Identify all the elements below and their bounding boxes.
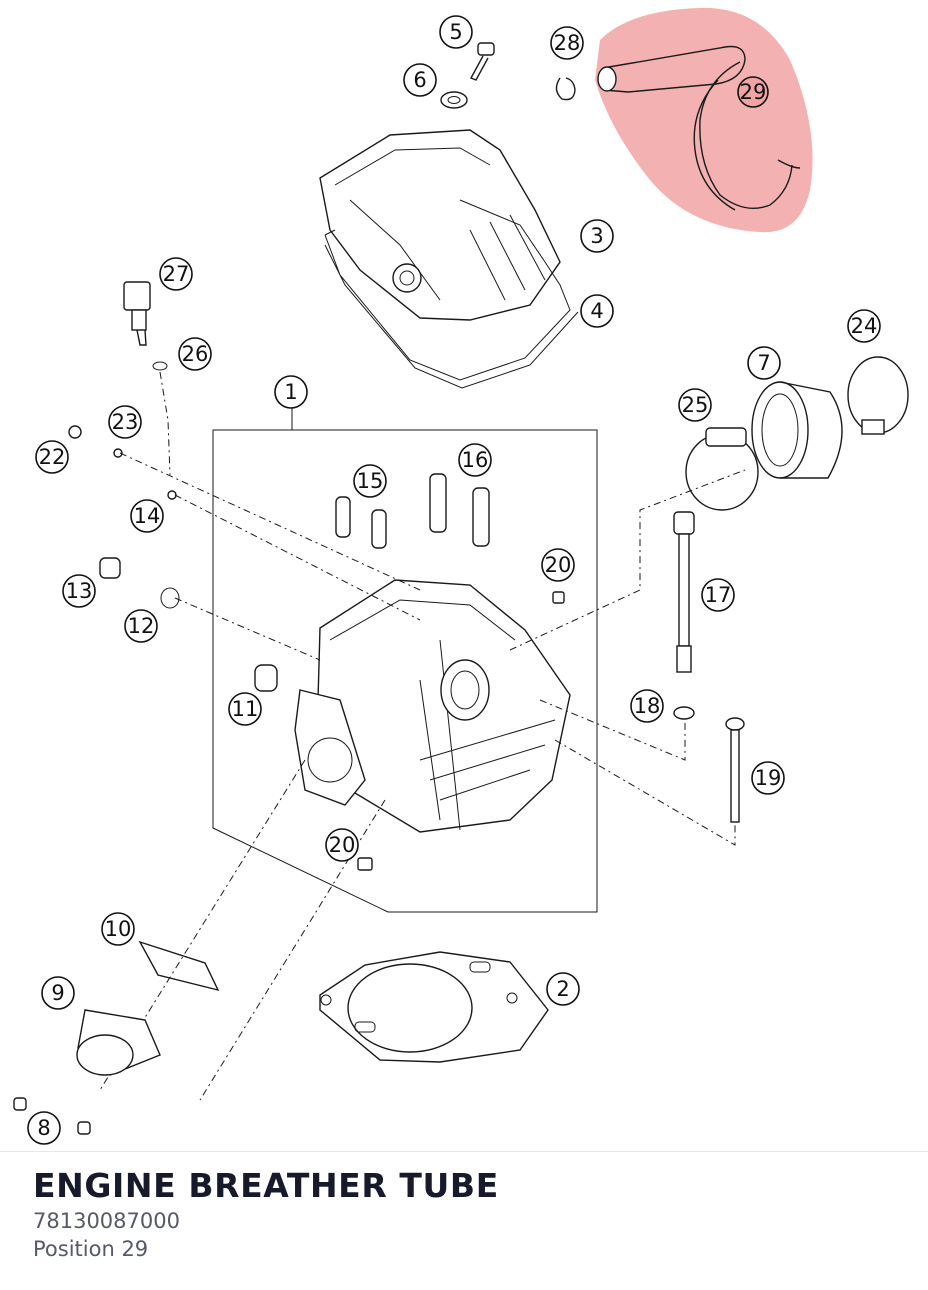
exploded-parts-diagram: 1 2 3 4 5 6 7 8 9 10 11 12 13 14 15 16 1… — [13, 7, 909, 1145]
svg-text:16: 16 — [462, 448, 489, 472]
svg-text:19: 19 — [755, 766, 782, 790]
sensor-27 — [123, 281, 151, 346]
valve-guides-15 — [335, 496, 387, 549]
callout-20-upper[interactable]: 20 — [541, 548, 575, 582]
svg-text:14: 14 — [134, 504, 161, 528]
callout-13[interactable]: 13 — [62, 574, 96, 608]
callout-26[interactable]: 26 — [178, 337, 212, 371]
divider — [0, 1151, 928, 1152]
breather-tube-29[interactable] — [597, 45, 801, 211]
gasket-10 — [138, 940, 220, 992]
washer-12 — [160, 587, 180, 609]
callout-29[interactable]: 29 — [737, 76, 769, 108]
washer-6 — [440, 91, 468, 109]
washer-18 — [673, 706, 695, 720]
callout-14[interactable]: 14 — [130, 499, 164, 533]
callout-9[interactable]: 9 — [41, 976, 75, 1010]
svg-text:26: 26 — [182, 342, 209, 366]
svg-text:25: 25 — [682, 393, 709, 417]
callout-19[interactable]: 19 — [751, 761, 785, 795]
o-ring-26 — [152, 361, 168, 371]
callout-27[interactable]: 27 — [159, 257, 193, 291]
clamp-24 — [847, 356, 909, 435]
callout-10[interactable]: 10 — [101, 912, 135, 946]
svg-text:1: 1 — [284, 380, 297, 404]
svg-text:20: 20 — [545, 553, 572, 577]
screw-20-upper — [552, 591, 565, 604]
callout-12[interactable]: 12 — [124, 609, 158, 643]
svg-text:22: 22 — [39, 445, 66, 469]
callout-17[interactable]: 17 — [701, 578, 735, 612]
dowel-11 — [254, 664, 278, 692]
svg-text:8: 8 — [37, 1116, 50, 1140]
svg-text:4: 4 — [590, 299, 603, 323]
svg-text:29: 29 — [740, 80, 767, 104]
cover-gasket-4 — [324, 229, 579, 389]
svg-text:27: 27 — [163, 262, 190, 286]
callout-6[interactable]: 6 — [403, 63, 437, 97]
callout-5[interactable]: 5 — [439, 15, 473, 49]
svg-text:11: 11 — [232, 697, 259, 721]
callout-25[interactable]: 25 — [678, 388, 712, 422]
svg-text:13: 13 — [66, 579, 93, 603]
bolt-19 — [725, 717, 745, 823]
svg-text:23: 23 — [112, 410, 139, 434]
highlight-region-29 — [595, 7, 813, 233]
callout-1[interactable]: 1 — [274, 375, 308, 409]
callout-8[interactable]: 8 — [27, 1111, 61, 1145]
callout-11[interactable]: 11 — [228, 692, 262, 726]
clip-28 — [555, 77, 576, 101]
svg-text:15: 15 — [357, 469, 384, 493]
svg-text:12: 12 — [128, 614, 155, 638]
intake-flange-9 — [76, 1009, 161, 1076]
plug-13 — [99, 557, 121, 579]
callout-15[interactable]: 15 — [353, 464, 387, 498]
callout-18[interactable]: 18 — [630, 689, 664, 723]
svg-text:6: 6 — [413, 68, 426, 92]
callout-23[interactable]: 23 — [108, 405, 142, 439]
svg-text:18: 18 — [634, 694, 661, 718]
callout-16[interactable]: 16 — [458, 443, 492, 477]
screw-5 — [470, 42, 495, 81]
svg-text:20: 20 — [329, 833, 356, 857]
intake-boot-7 — [751, 381, 843, 479]
valve-guides-16 — [429, 473, 490, 547]
callout-2[interactable]: 2 — [546, 972, 580, 1006]
cylinder-head-1 — [294, 579, 571, 833]
callout-3[interactable]: 3 — [580, 219, 614, 253]
svg-text:28: 28 — [554, 31, 581, 55]
callout-20-lower[interactable]: 20 — [325, 828, 359, 862]
callout-28[interactable]: 28 — [550, 26, 584, 60]
head-gasket-2 — [319, 951, 549, 1063]
svg-text:17: 17 — [705, 583, 732, 607]
bolt-8-b — [77, 1121, 91, 1135]
part-name: ENGINE BREATHER TUBE — [33, 1166, 499, 1205]
callout-22[interactable]: 22 — [35, 440, 69, 474]
svg-text:2: 2 — [556, 977, 569, 1001]
svg-text:24: 24 — [851, 314, 878, 338]
clamp-25 — [685, 427, 759, 511]
bolt-17 — [673, 511, 695, 673]
stud-22 — [68, 425, 82, 439]
callout-24[interactable]: 24 — [847, 309, 881, 343]
callout-7[interactable]: 7 — [747, 346, 781, 380]
svg-text:9: 9 — [51, 981, 64, 1005]
callout-4[interactable]: 4 — [580, 294, 614, 328]
svg-text:10: 10 — [105, 917, 132, 941]
valve-cover-3 — [319, 129, 561, 321]
bolt-8-a — [13, 1097, 27, 1111]
screw-20-lower — [357, 857, 373, 871]
part-position: Position 29 — [33, 1237, 149, 1261]
svg-text:3: 3 — [590, 224, 603, 248]
svg-text:7: 7 — [757, 351, 770, 375]
cylinder-head-group-frame — [212, 429, 598, 913]
part-number: 78130087000 — [33, 1209, 180, 1233]
svg-text:5: 5 — [449, 20, 462, 44]
